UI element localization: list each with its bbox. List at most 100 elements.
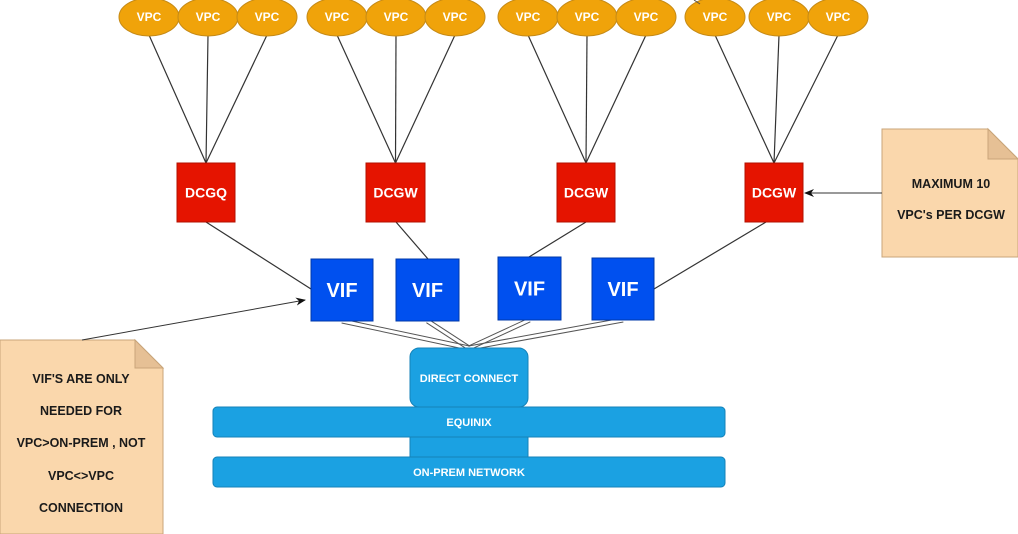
edge-vpc-to-gateway bbox=[148, 34, 207, 164]
note-line: VPC>ON-PREM , NOT bbox=[17, 436, 146, 450]
vpc-label: VPC bbox=[575, 10, 600, 24]
nodes: VPC VPC VPC DCGQ VIF VPC VPC VPC DCGW VIF VPC VPC VP… bbox=[118, 0, 869, 322]
note-line: VIF'S ARE ONLY bbox=[32, 372, 130, 386]
edge-vpc-to-gateway bbox=[773, 34, 839, 164]
vpc-label: VPC bbox=[137, 10, 162, 24]
vpc-label: VPC bbox=[196, 10, 221, 24]
vpc-ellipse[interactable] bbox=[807, 0, 869, 37]
equinix-bar[interactable] bbox=[212, 406, 726, 438]
vif-node[interactable]: VIF bbox=[395, 258, 460, 322]
vpc-ellipse[interactable] bbox=[424, 0, 486, 37]
edge-gateway-to-vif bbox=[653, 221, 767, 290]
vif-node[interactable]: VIF bbox=[310, 258, 374, 322]
note-line: MAXIMUM 10 bbox=[912, 177, 991, 191]
vpc-ellipse[interactable] bbox=[684, 0, 746, 37]
vpc-label: VPC bbox=[384, 10, 409, 24]
vpc-node[interactable]: VPC bbox=[807, 0, 869, 37]
vpc-node[interactable]: VPC bbox=[556, 0, 618, 37]
note-vif-usage: VIF'S ARE ONLY NEEDED FOR VPC>ON-PREM , … bbox=[0, 338, 165, 534]
vpc-label: VPC bbox=[516, 10, 541, 24]
note-line: NEEDED FOR bbox=[40, 404, 122, 418]
gateway-label: DCGW bbox=[373, 185, 418, 201]
arrow-note-to-vif bbox=[81, 297, 306, 341]
vif-label: VIF bbox=[607, 279, 638, 301]
vpc-label: VPC bbox=[703, 10, 728, 24]
gateway-node[interactable]: DCGW bbox=[744, 162, 804, 223]
vpc-node[interactable]: VPC bbox=[684, 0, 746, 37]
note-fold bbox=[987, 127, 1018, 160]
vif-label: VIF bbox=[412, 280, 443, 302]
edge-vif-to-direct-connect bbox=[469, 321, 531, 351]
on-prem-bar[interactable] bbox=[212, 456, 726, 488]
vif-node[interactable]: VIF bbox=[591, 257, 655, 321]
gateway-label: DCGQ bbox=[185, 185, 227, 201]
edge-vpc-to-gateway bbox=[527, 34, 587, 164]
edge-vpc-to-gateway bbox=[714, 34, 775, 164]
vif-box[interactable] bbox=[591, 257, 655, 321]
gateway-box[interactable] bbox=[556, 162, 616, 223]
edge-vpc-to-gateway bbox=[585, 34, 647, 164]
vpc-node[interactable]: VPC bbox=[748, 0, 810, 37]
note-shape bbox=[881, 128, 1018, 258]
vpc-label: VPC bbox=[325, 10, 350, 24]
vif-box[interactable] bbox=[395, 258, 460, 322]
edge-vpc-to-gateway bbox=[773, 34, 780, 164]
vpc-node[interactable]: VPC bbox=[615, 0, 677, 37]
vif-label: VIF bbox=[514, 279, 545, 301]
vpc-node[interactable]: VPC bbox=[424, 0, 486, 37]
edge-gateway-to-vif bbox=[205, 221, 312, 290]
edge-vpc-to-gateway bbox=[394, 34, 456, 164]
edge-vif-to-direct-connect bbox=[342, 318, 470, 347]
edge-vpc-to-gateway bbox=[394, 34, 397, 164]
note-line: VPC's PER DCGW bbox=[897, 208, 1005, 222]
edge-vif-to-direct-connect bbox=[341, 322, 469, 351]
network-stack: DIRECT CONNECT EQUINIX ON-PREM NETWORK bbox=[212, 347, 726, 488]
vif-label: VIF bbox=[326, 280, 357, 302]
gateway-label: DCGW bbox=[752, 185, 797, 201]
edge-gateway-to-vif bbox=[528, 221, 587, 258]
vpc-node[interactable]: VPC bbox=[365, 0, 427, 37]
gateway-box[interactable] bbox=[365, 162, 426, 223]
equinix-label: EQUINIX bbox=[446, 417, 492, 429]
vpc-ellipse[interactable] bbox=[236, 0, 298, 37]
note-fold bbox=[134, 338, 165, 369]
edge-vif-to-direct-connect bbox=[469, 321, 624, 351]
note-max-vpc: MAXIMUM 10 VPC's PER DCGW bbox=[881, 127, 1018, 258]
vif-box[interactable] bbox=[497, 256, 562, 321]
edge-vpc-to-gateway bbox=[205, 34, 209, 164]
edge-vif-to-direct-connect bbox=[428, 318, 471, 347]
edge-vif-to-direct-connect bbox=[467, 317, 529, 347]
edge-vif-to-direct-connect bbox=[426, 322, 469, 351]
edge-gateway-to-vif bbox=[395, 221, 429, 260]
edges bbox=[148, 34, 839, 351]
vif-node[interactable]: VIF bbox=[497, 256, 562, 321]
gateway-box[interactable] bbox=[176, 162, 236, 223]
gateway-label: DCGW bbox=[564, 185, 609, 201]
vpc-node[interactable]: VPC bbox=[497, 0, 559, 37]
gateway-node[interactable]: DCGW bbox=[556, 162, 616, 223]
vpc-label: VPC bbox=[767, 10, 792, 24]
direct-connect-label: DIRECT CONNECT bbox=[420, 373, 519, 385]
edge-vpc-to-gateway bbox=[336, 34, 397, 164]
gateway-node[interactable]: DCGW bbox=[365, 162, 426, 223]
on-prem-label: ON-PREM NETWORK bbox=[413, 467, 525, 479]
note-line: CONNECTION bbox=[39, 501, 123, 515]
edge-vpc-to-gateway bbox=[205, 34, 268, 164]
note-shape bbox=[0, 339, 164, 534]
vpc-node[interactable]: VPC bbox=[177, 0, 239, 37]
note-line: VPC<>VPC bbox=[48, 469, 114, 483]
gateway-node[interactable]: DCGQ bbox=[176, 162, 236, 223]
vif-box[interactable] bbox=[310, 258, 374, 322]
vpc-node[interactable]: VPC bbox=[118, 0, 180, 37]
edge-vpc-to-gateway bbox=[585, 34, 588, 164]
edge-vif-to-direct-connect bbox=[468, 317, 623, 347]
vpc-label: VPC bbox=[443, 10, 468, 24]
vpc-node[interactable]: VPC bbox=[306, 0, 368, 37]
vpc-label: VPC bbox=[826, 10, 851, 24]
vpc-label: VPC bbox=[634, 10, 659, 24]
vpc-label: VPC bbox=[255, 10, 280, 24]
vpc-ellipse[interactable] bbox=[615, 0, 677, 37]
vpc-node[interactable]: VPC bbox=[236, 0, 298, 37]
gateway-box[interactable] bbox=[744, 162, 804, 223]
